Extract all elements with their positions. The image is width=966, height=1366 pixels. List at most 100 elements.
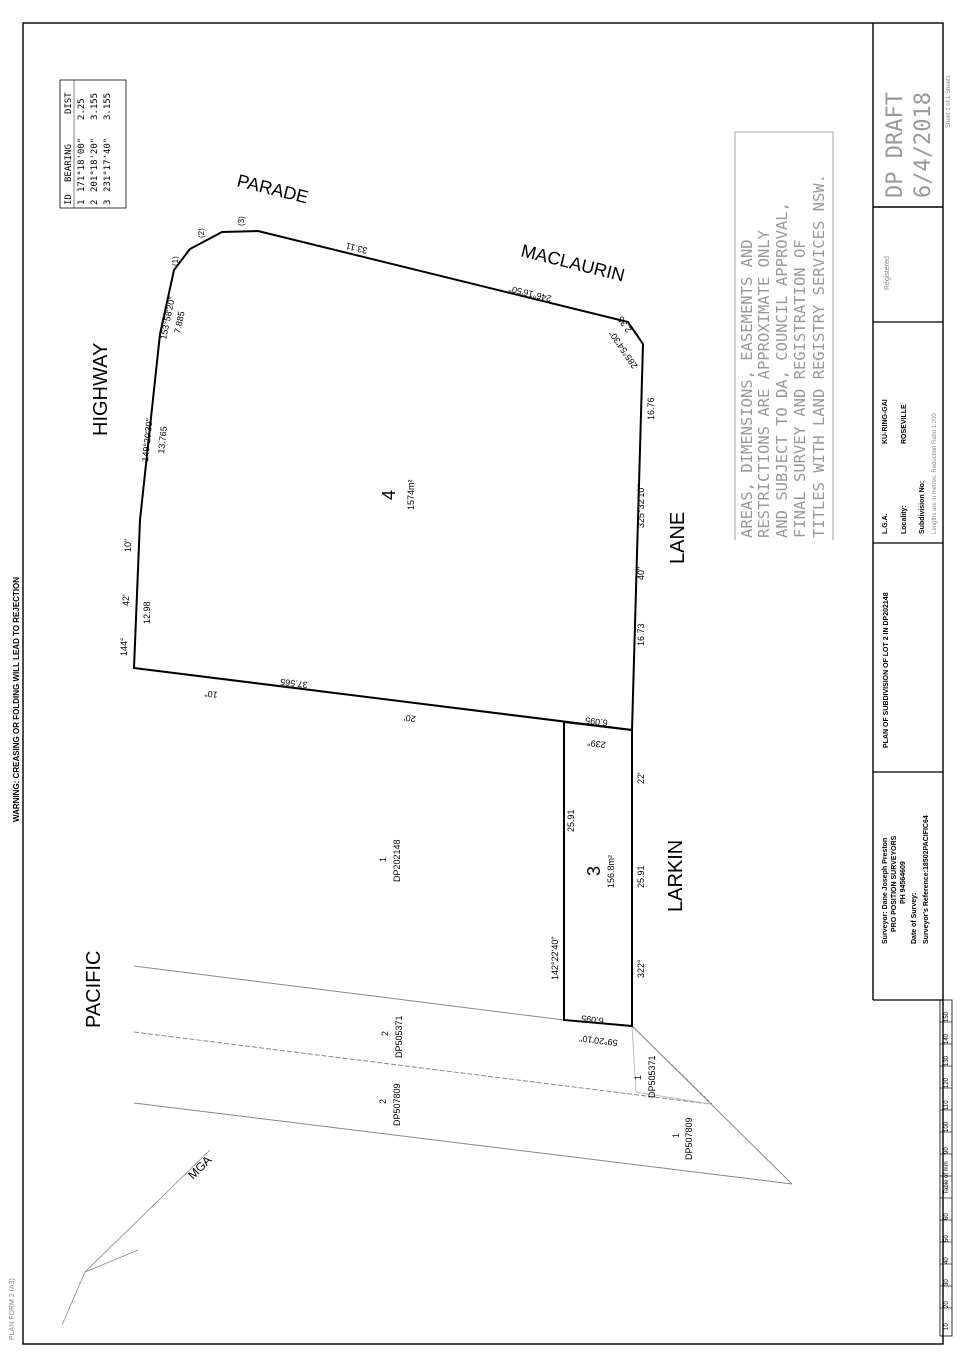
dim-16-76: 16.76 xyxy=(646,397,656,420)
bearing-40: 40" xyxy=(636,567,646,580)
dim-13-765: 13.765 xyxy=(156,426,169,454)
scale-tick: 40 xyxy=(944,1257,950,1264)
note-line-5: TITLES WITH LAND REGISTRY SERVICES NSW. xyxy=(810,174,828,538)
lot-4-number: 4 xyxy=(379,490,399,500)
bearing-42: 42' xyxy=(121,594,131,606)
mm-scale-bar: 10 20 30 40 50 60 Table of mm 90 100 110… xyxy=(939,999,953,1337)
dim-7-885: 7.885 xyxy=(172,310,186,334)
table-cell: 3.155 xyxy=(103,93,113,120)
sheet-border xyxy=(22,22,944,1345)
street-pacific: PACIFIC xyxy=(83,951,105,1028)
bearing-142: 142°22'40" xyxy=(550,936,560,980)
bearing-322: 322° xyxy=(636,959,646,978)
scale-tick: 100 xyxy=(944,1121,950,1132)
bearing-22: 22' xyxy=(636,772,646,784)
dim-37-565: 37.565 xyxy=(280,677,309,690)
lot-2-dp507809-dp: DP507809 xyxy=(392,1083,402,1126)
approximate-notes: AREAS, DIMENSIONS, EASEMENTS AND RESTRIC… xyxy=(734,131,834,540)
table-header-id: ID xyxy=(64,194,74,205)
bearing-149: 149°20'30" xyxy=(140,418,154,462)
bearing-table: ID BEARING DIST 1 171°18'00" 2.25 2 201°… xyxy=(59,79,127,209)
lot-1-dp507809-dp: DP507809 xyxy=(684,1117,694,1160)
bearing-59: 59°20'10" xyxy=(579,1033,618,1048)
surveyor-phone: PH 94564609 xyxy=(900,861,907,904)
lot-1-dp202148-dp: DP202148 xyxy=(392,839,402,882)
table-cell: 2.25 xyxy=(77,98,87,120)
scale-tick: 150 xyxy=(944,1011,950,1022)
dim-2-35: 2.35 xyxy=(616,314,634,334)
table-cell: 171°18'00" xyxy=(77,138,87,192)
scale-label: Table of mm xyxy=(944,1161,950,1194)
lot-1-dp505371-number: 1 xyxy=(633,1075,643,1080)
street-larkin: LARKIN xyxy=(665,840,687,912)
scale-tick: 50 xyxy=(944,1235,950,1242)
subdivision-label: Subdivision No: xyxy=(919,481,926,534)
scale-tick: 20 xyxy=(944,1301,950,1308)
table-cell: 3 xyxy=(103,200,113,205)
curve-1: (1) xyxy=(171,256,180,266)
note-line-2: RESTRICTIONS ARE APPROXIMATE ONLY xyxy=(755,229,773,538)
scale-tick: 60 xyxy=(944,1213,950,1220)
mga-label: MGA xyxy=(185,1153,214,1182)
scale-tick: 130 xyxy=(944,1055,950,1066)
table-header-dist: DIST xyxy=(64,92,74,114)
bearing-239: 239° xyxy=(586,738,606,750)
street-maclaurin: MACLAURIN xyxy=(519,240,627,285)
lot-4-boundary xyxy=(132,229,645,732)
bearing-246: 246°16'50" xyxy=(508,284,553,304)
bearing-325: 325°32'10" xyxy=(636,484,646,528)
scale-tick: 140 xyxy=(944,1033,950,1044)
dim-6-095-bottom: 6.095 xyxy=(581,1013,605,1026)
table-cell: 3.155 xyxy=(90,93,100,120)
lot-2-dp507809-number: 2 xyxy=(378,1099,388,1104)
lot-2-dp505371-dp: DP505371 xyxy=(394,1015,404,1058)
lot-1-dp505371-dp: DP505371 xyxy=(647,1055,657,1098)
dim-25-91-left: 25.91 xyxy=(566,809,576,832)
dim-6-095-top: 6.095 xyxy=(585,715,609,728)
lot-4-area: 1574m² xyxy=(406,479,416,510)
lot-1-dp507809-number: 1 xyxy=(671,1133,681,1138)
note-line-3: AND SUBJECT TO DA, COUNCIL APPROVAL, xyxy=(773,202,791,538)
lot-3-boundary xyxy=(563,720,633,1028)
date-of-survey: Date of Survey: xyxy=(911,893,918,944)
surveyor-reference: Surveyor's Reference:18502PACIFIC64 xyxy=(923,815,930,944)
curve-3: (3) xyxy=(237,216,246,226)
locality-value: ROSEVILLE xyxy=(901,404,908,444)
lot-2-dp505371-number: 2 xyxy=(380,1031,390,1036)
scale-tick: 110 xyxy=(944,1100,950,1110)
bearing-144: 144° xyxy=(119,637,129,656)
note-line-4: FINAL SURVEY AND REGISTRATION OF xyxy=(791,239,809,538)
bearing-20: 20' xyxy=(403,713,416,724)
table-cell: 231°17'40" xyxy=(103,138,113,192)
scale-tick: 10 xyxy=(944,1323,950,1330)
adjoining-boundaries xyxy=(133,965,793,1185)
lot-3-number: 3 xyxy=(584,866,604,876)
lengths-note: Lengths are in metres. Reduction Ratio 1… xyxy=(932,413,938,534)
table-header-bearing: BEARING xyxy=(64,144,74,182)
dim-16-73: 16.73 xyxy=(636,623,646,646)
table-cell: 2 xyxy=(90,200,100,205)
lot-3-area: 156.8m² xyxy=(606,855,616,888)
surveyor-name: Surveyor: Dane Joseph Preston xyxy=(882,838,889,944)
scale-tick: 90 xyxy=(944,1147,950,1154)
curve-2: (2) xyxy=(197,228,206,238)
street-parade: PARADE xyxy=(235,170,310,207)
bearing-285: 285°54'30" xyxy=(607,329,640,371)
north-arrow-mga: MGA xyxy=(61,1149,214,1326)
draft-stamp: DP DRAFT xyxy=(883,92,908,198)
bearing-10-top: 10" xyxy=(123,539,133,552)
title-block: DP DRAFT 6/4/2018 Registered L.G.A. KU-R… xyxy=(882,92,938,944)
lga-value: KU-RING-GAI xyxy=(882,399,889,444)
scale-tick: 30 xyxy=(944,1279,950,1286)
street-highway: HIGHWAY xyxy=(90,343,112,436)
draft-date: 6/4/2018 xyxy=(911,92,936,198)
plan-form-label: PLAN FORM 2 (A3) xyxy=(9,1278,16,1340)
dim-12-98: 12.98 xyxy=(142,601,152,624)
lga-label: L.G.A. xyxy=(882,513,889,534)
table-cell: 201°18'20" xyxy=(90,138,100,192)
surveyor-firm: PRO POSITION SURVEYORS xyxy=(891,835,898,932)
scale-tick: 120 xyxy=(944,1077,950,1088)
locality-label: Locality: xyxy=(901,505,908,534)
lot-1-dp202148-number: 1 xyxy=(378,857,388,862)
